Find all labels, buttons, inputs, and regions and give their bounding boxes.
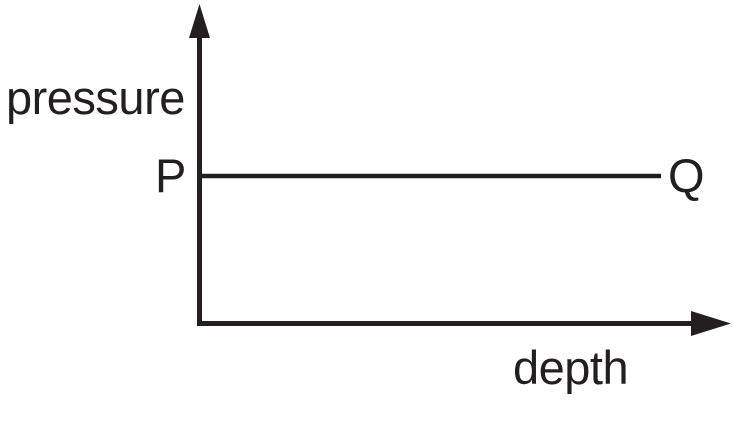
y-axis-arrowhead-icon xyxy=(189,4,210,38)
point-label-p: P xyxy=(155,149,187,202)
point-label-q: Q xyxy=(668,149,705,202)
x-axis-arrowhead-icon xyxy=(691,311,731,336)
y-axis-title: pressure xyxy=(6,71,185,124)
x-axis-title: depth xyxy=(513,341,629,394)
